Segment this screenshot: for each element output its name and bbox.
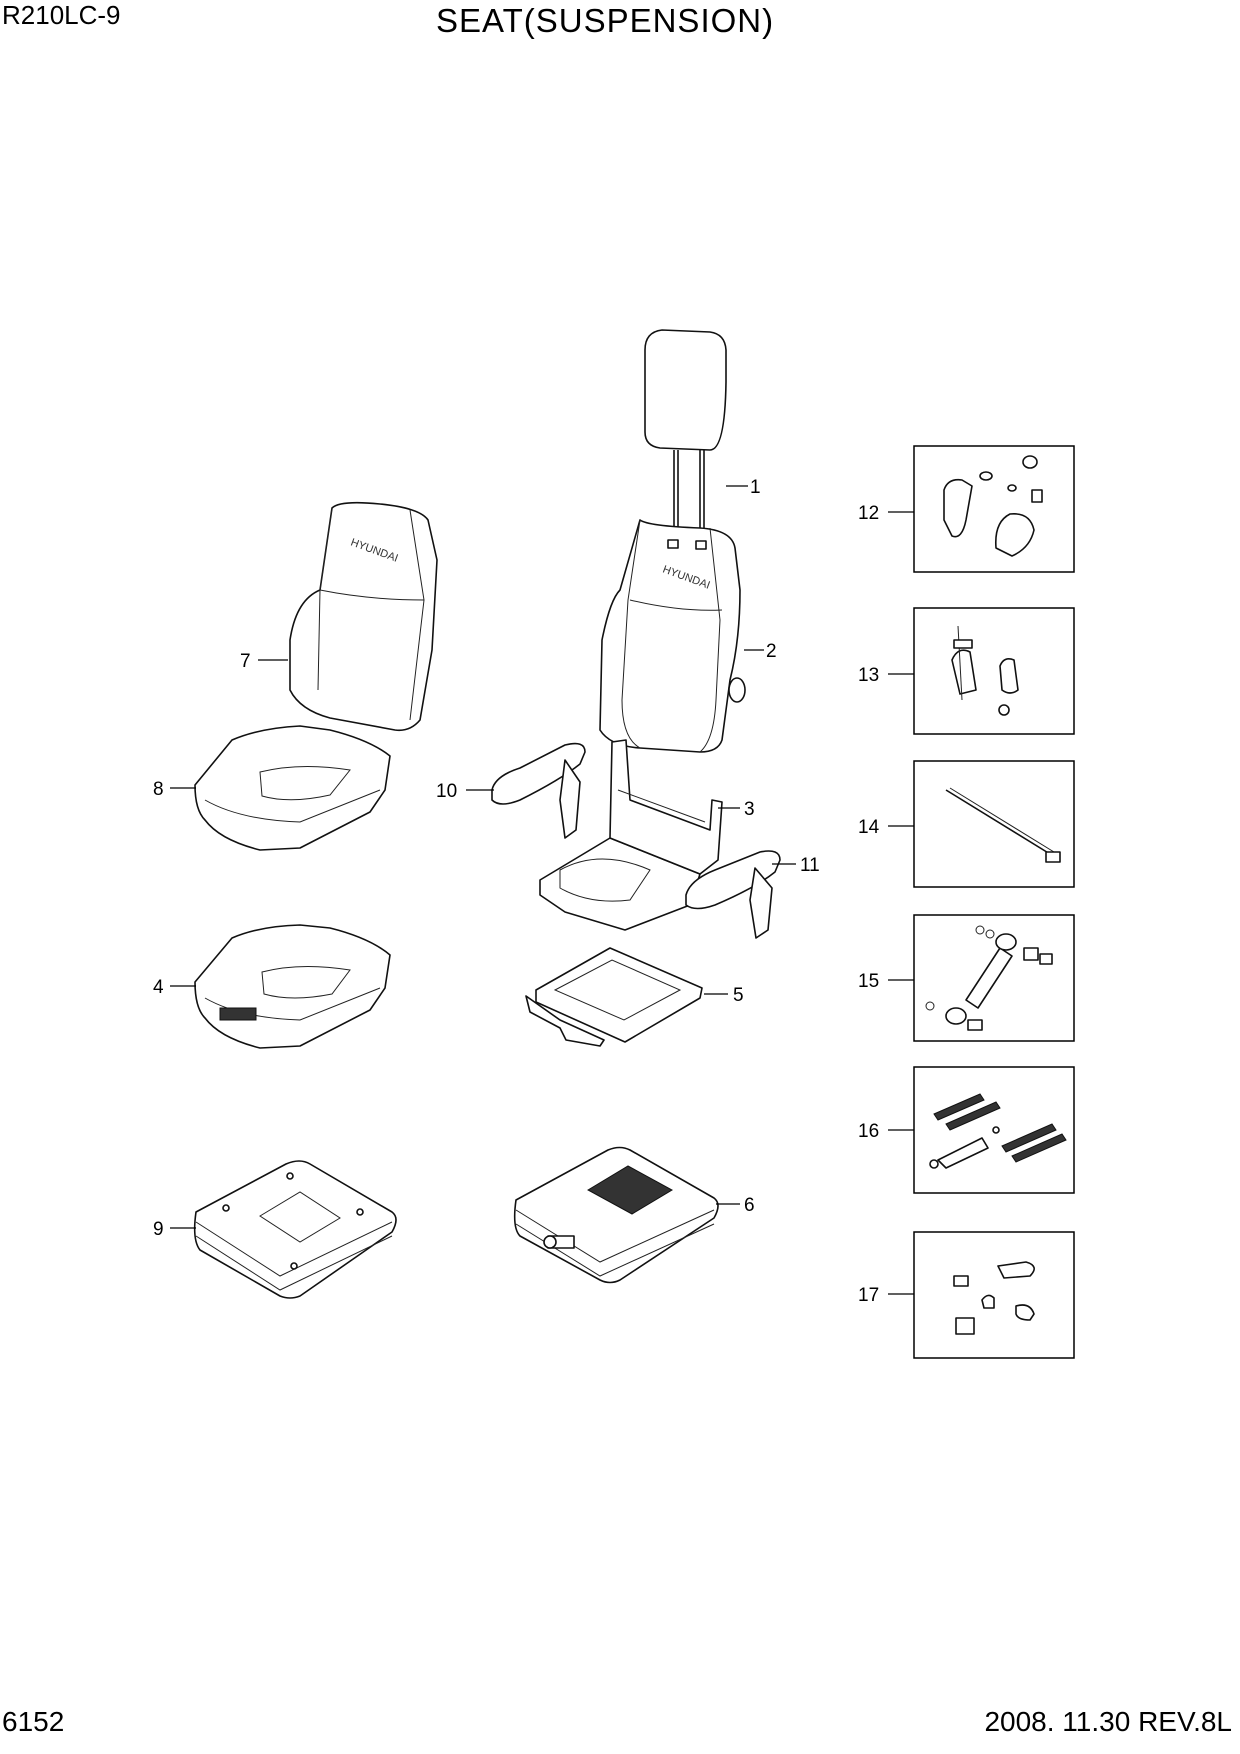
part-seat-cushion xyxy=(194,924,391,1049)
kit-14-cable xyxy=(945,787,1061,863)
kit-box-12 xyxy=(913,445,1075,573)
revision-date: 2008. 11.30 REV.8L xyxy=(984,1706,1232,1737)
callout-14: 14 xyxy=(858,817,880,838)
kit-15-damper xyxy=(925,925,1053,1031)
kit-box-13 xyxy=(913,607,1075,735)
page-number: 6152 xyxy=(2,1706,65,1737)
kit-13-seat-belt xyxy=(951,625,1019,716)
callout-1: 1 xyxy=(750,477,761,498)
kit-box-17 xyxy=(913,1231,1075,1359)
callout-10: 10 xyxy=(436,781,457,802)
part-seat-frame xyxy=(539,739,723,931)
callout-15: 15 xyxy=(858,971,879,992)
part-suspension-assembly xyxy=(513,1146,719,1284)
kit-12-covers xyxy=(943,455,1043,557)
callout-3: 3 xyxy=(744,799,755,820)
kit-16-springs xyxy=(929,1093,1067,1169)
part-left-armrest xyxy=(491,742,586,839)
kit-17-hardware xyxy=(953,1261,1035,1335)
part-headrest xyxy=(644,329,727,530)
model-code: R210LC-9 xyxy=(2,0,121,30)
part-seat-cushion-cover xyxy=(194,725,391,851)
callout-12: 12 xyxy=(858,503,879,524)
callout-8: 8 xyxy=(153,779,164,800)
callout-9: 9 xyxy=(153,1219,164,1240)
part-slide-rail xyxy=(525,947,703,1047)
callout-2: 2 xyxy=(766,641,777,662)
callout-4: 4 xyxy=(153,977,164,998)
callout-5: 5 xyxy=(733,985,744,1006)
part-seat-back: HYUNDAI xyxy=(599,519,746,753)
callout-13: 13 xyxy=(858,665,879,686)
page-title: SEAT(SUSPENSION) xyxy=(436,2,775,39)
callout-7: 7 xyxy=(240,651,251,672)
part-right-armrest xyxy=(685,850,781,939)
callout-17: 17 xyxy=(858,1285,879,1306)
part-seat-back-cover: HYUNDAI xyxy=(289,501,438,732)
callout-11: 11 xyxy=(800,855,820,876)
part-suspension-base xyxy=(193,1160,397,1299)
kit-box-14 xyxy=(913,760,1075,888)
callout-16: 16 xyxy=(858,1121,879,1142)
callout-6: 6 xyxy=(744,1195,755,1216)
